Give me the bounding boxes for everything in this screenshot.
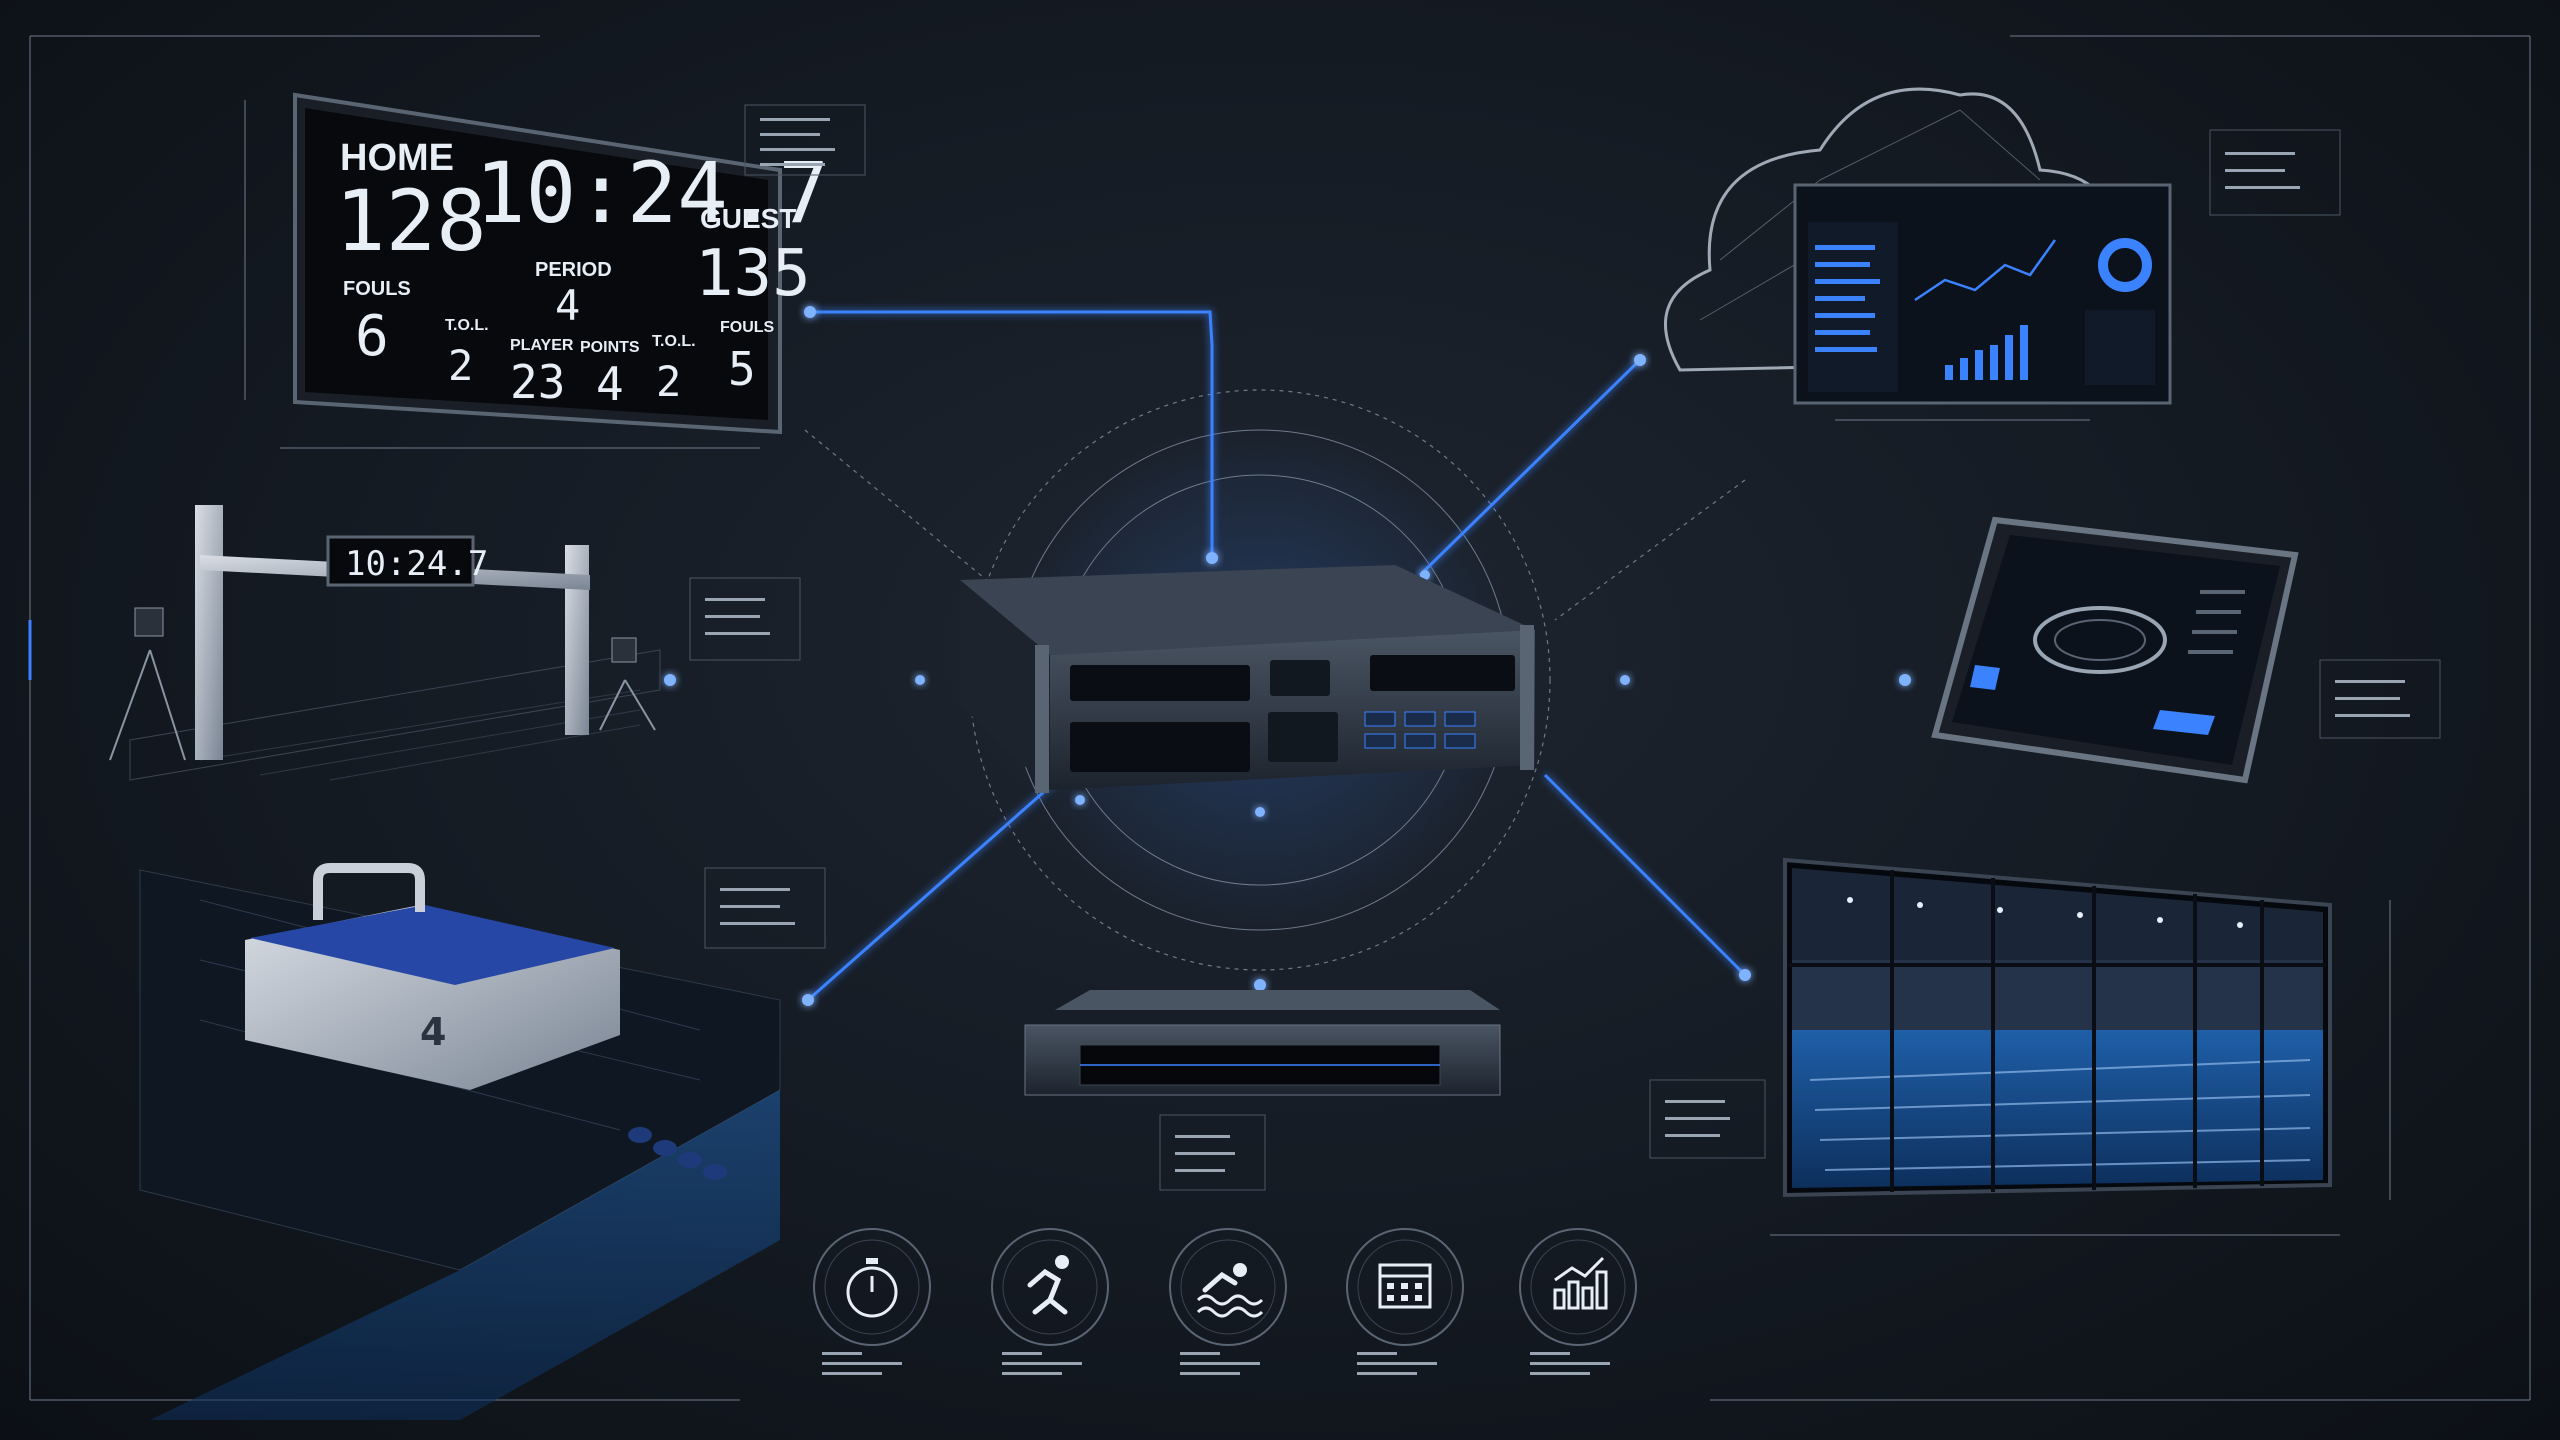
home-fouls-label: FOULS bbox=[343, 278, 411, 300]
lane-number: 4 bbox=[420, 1010, 446, 1054]
player-value: 23 bbox=[510, 355, 565, 409]
starting-block-callout bbox=[704, 867, 826, 949]
video-wall-callout bbox=[1649, 1079, 1766, 1159]
tablet bbox=[1931, 516, 2299, 784]
finish-gate-callout bbox=[689, 577, 801, 661]
starting-block: 4 bbox=[139, 863, 781, 1420]
tablet-callout bbox=[2319, 659, 2441, 739]
connection-nodes bbox=[664, 306, 1911, 1006]
swimmer-icon bbox=[1169, 1228, 1287, 1375]
icon-row bbox=[813, 1228, 1637, 1375]
switch-callout bbox=[1159, 1114, 1266, 1191]
calendar-icon bbox=[1346, 1228, 1464, 1375]
guest-tol-value: 2 bbox=[656, 357, 681, 406]
finish-gate-clock: 10:24.7 bbox=[345, 544, 488, 584]
game-clock: 10:24.7 bbox=[475, 144, 829, 242]
central-server bbox=[960, 565, 1535, 793]
network-switch bbox=[1024, 990, 1501, 1096]
period-value: 4 bbox=[555, 281, 580, 330]
guest-label: GUEST bbox=[700, 203, 796, 234]
runner-icon bbox=[991, 1228, 1109, 1375]
home-tol-label: T.O.L. bbox=[445, 317, 489, 334]
cloud-callout bbox=[2209, 129, 2341, 216]
scoreboard: HOME 128 10:24.7 GUEST 135 PERIOD 4 FOUL… bbox=[244, 92, 829, 449]
guest-score: 135 bbox=[695, 237, 811, 311]
points-label: POINTS bbox=[580, 339, 640, 356]
player-label: PLAYER bbox=[510, 337, 574, 354]
cloud-dashboard bbox=[1664, 87, 2172, 421]
video-wall bbox=[1770, 857, 2391, 1236]
stopwatch-icon bbox=[813, 1228, 931, 1375]
home-score: 128 bbox=[335, 172, 487, 270]
finish-gate: 10:24.7 bbox=[109, 505, 661, 781]
points-value: 4 bbox=[596, 357, 624, 411]
guest-fouls-label: FOULS bbox=[720, 319, 775, 336]
guest-tol-label: T.O.L. bbox=[652, 333, 696, 350]
guest-fouls-value: 5 bbox=[728, 342, 756, 396]
bar-chart-icon bbox=[1519, 1228, 1637, 1375]
period-label: PERIOD bbox=[535, 259, 612, 281]
home-tol-value: 2 bbox=[448, 341, 473, 390]
scoreboard-callout bbox=[744, 104, 866, 176]
home-fouls-value: 6 bbox=[355, 304, 389, 369]
home-label: HOME bbox=[340, 137, 454, 179]
